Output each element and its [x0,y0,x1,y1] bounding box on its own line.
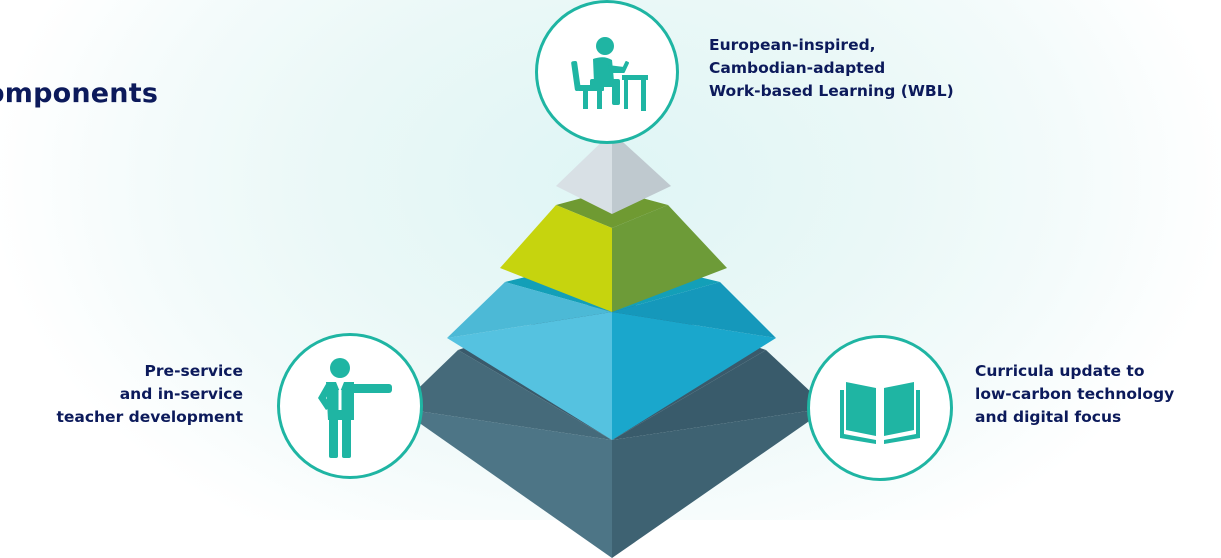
teacher-label-line1: Pre-service [144,362,243,380]
curricula-label-bold: Curricula update [975,362,1122,380]
teacher-label-line3: teacher development [56,408,243,426]
teacher-icon-circle [277,333,423,479]
wbl-label-bold: Work-based Learning [709,82,896,100]
page-title: omponents [0,78,159,109]
pyramid-tier-top [556,132,671,214]
wbl-label-abbr: (WBL) [895,82,954,100]
wbl-icon-circle [535,0,679,144]
wbl-label: European-inspired, Cambodian-adapted Wor… [709,34,954,103]
wbl-label-line3: Work-based Learning (WBL) [709,80,954,103]
curricula-label-rest: to [1121,362,1145,380]
person-at-desk-icon [571,37,648,111]
curricula-icon-circle [807,335,953,481]
wbl-label-line2: Cambodian-adapted [709,59,886,77]
open-book-icon [840,382,920,444]
curricula-label-line3: and digital focus [975,408,1122,426]
curricula-label-line1: Curricula update to [975,360,1174,383]
teacher-label: Pre-service and in-service teacher devel… [0,360,243,429]
teacher-label-line2: and in-service [119,385,243,403]
wbl-label-line1: European-inspired, [709,36,876,54]
curricula-label: Curricula update to low-carbon technolog… [975,360,1174,429]
teacher-pointing-icon [318,358,392,458]
curricula-label-line2: low-carbon technology [975,385,1175,403]
